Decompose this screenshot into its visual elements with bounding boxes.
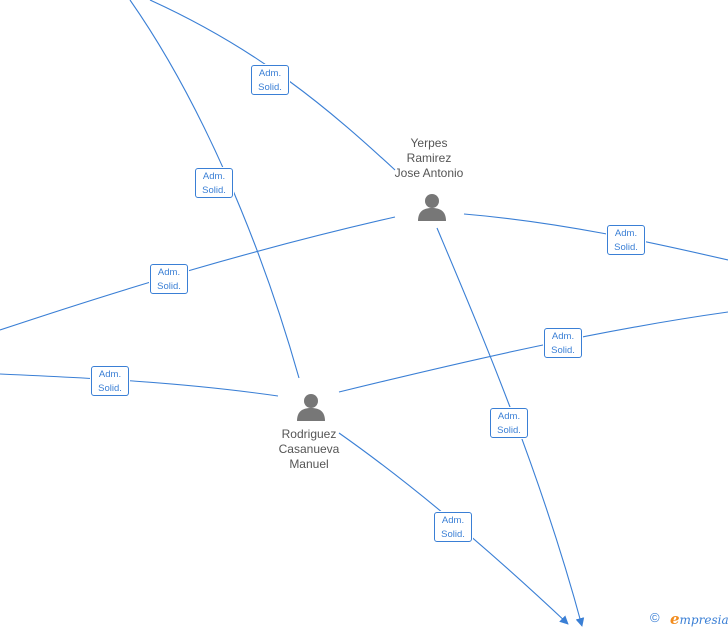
- relation-box[interactable]: Adm. Solid.: [544, 328, 582, 358]
- relation-line1: Adm.: [497, 411, 521, 422]
- relation-line2: Solid.: [258, 82, 282, 93]
- relation-box[interactable]: Adm. Solid.: [251, 65, 289, 95]
- relation-line2: Solid.: [614, 242, 638, 253]
- relation-line1: Adm.: [551, 331, 575, 342]
- name-line: Ramirez: [406, 151, 452, 165]
- person-name-yerpes[interactable]: Yerpes Ramirez Jose Antonio: [369, 136, 489, 181]
- person-icon[interactable]: [296, 393, 326, 421]
- relation-box[interactable]: Adm. Solid.: [607, 225, 645, 255]
- person-icon[interactable]: [417, 193, 447, 221]
- relation-line2: Solid.: [157, 281, 181, 292]
- edge-yerpes-left: [0, 216, 396, 331]
- relation-line1: Adm.: [441, 515, 465, 526]
- edge-rodriguez-right: [338, 311, 728, 393]
- relation-box[interactable]: Adm. Solid.: [490, 408, 528, 438]
- name-line: Jose Antonio: [394, 166, 464, 180]
- relation-box[interactable]: Adm. Solid.: [150, 264, 188, 294]
- edge-yerpes-bottom: [436, 227, 585, 627]
- brand-rest: mpresia: [679, 613, 728, 627]
- relation-line1: Adm.: [157, 267, 181, 278]
- copyright-icon: ©: [650, 610, 660, 625]
- person-name-rodriguez[interactable]: Rodriguez Casanueva Manuel: [249, 427, 369, 472]
- edge-yerpes-top: [149, 0, 396, 171]
- name-line: Rodriguez: [281, 427, 337, 441]
- relation-box[interactable]: Adm. Solid.: [91, 366, 129, 396]
- relation-line2: Solid.: [98, 383, 122, 394]
- relation-line1: Adm.: [202, 171, 226, 182]
- relation-line2: Solid.: [441, 529, 465, 540]
- relation-line1: Adm.: [614, 228, 638, 239]
- name-line: Yerpes: [410, 136, 448, 150]
- edge-rodriguez-left: [0, 373, 279, 397]
- name-line: Casanueva: [278, 442, 340, 456]
- relation-line1: Adm.: [98, 369, 122, 380]
- relation-line2: Solid.: [551, 345, 575, 356]
- relation-line1: Adm.: [258, 68, 282, 79]
- brand-initial: e: [670, 610, 680, 628]
- relation-line2: Solid.: [202, 185, 226, 196]
- name-line: Manuel: [289, 457, 329, 471]
- brand-logo[interactable]: empresia: [670, 610, 728, 628]
- relation-box[interactable]: Adm. Solid.: [434, 512, 472, 542]
- relation-box[interactable]: Adm. Solid.: [195, 168, 233, 198]
- relation-line2: Solid.: [497, 425, 521, 436]
- edge-yerpes-right: [463, 213, 728, 261]
